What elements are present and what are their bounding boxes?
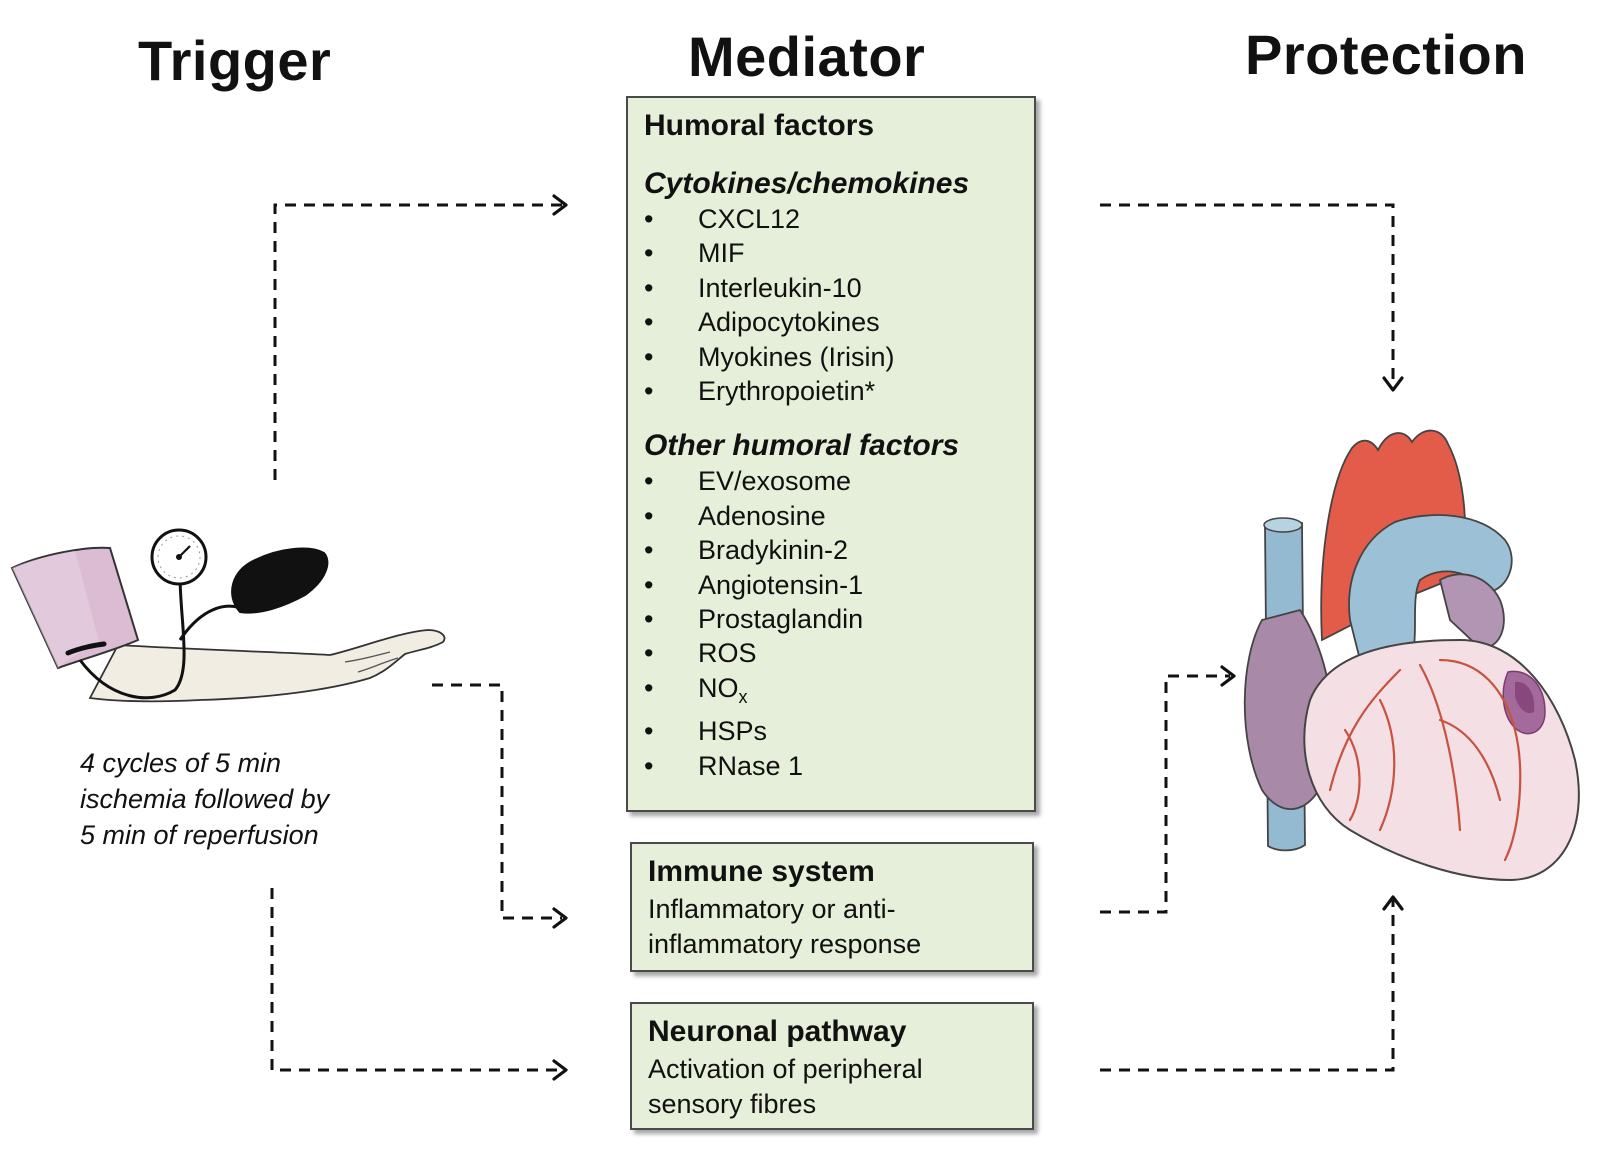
protection-heading: Protection	[1245, 23, 1527, 86]
caption-line: ischemia followed by	[80, 784, 330, 814]
list-item: Erythropoietin*	[644, 374, 1018, 409]
list-item: NOx	[644, 671, 1018, 714]
arrowhead-icon	[552, 907, 568, 929]
nox-label: NO	[698, 672, 739, 703]
mediator-heading: Mediator	[688, 25, 926, 88]
trigger-heading: Trigger	[138, 29, 332, 92]
humoral-factors-title: Humoral factors	[644, 109, 875, 142]
cytokines-title: Cytokines/chemokines	[644, 167, 970, 200]
arrow-trigger-to-immune	[432, 683, 562, 920]
immune-desc-line: inflammatory response	[648, 929, 922, 959]
list-item: HSPs	[644, 714, 1018, 749]
list-item: MIF	[644, 236, 1018, 271]
trigger-caption: 4 cycles of 5 min ischemia followed by 5…	[80, 745, 329, 853]
list-item: Adenosine	[644, 499, 1018, 534]
neuronal-desc-line: sensory fibres	[648, 1089, 817, 1119]
list-item: Interleukin-10	[644, 271, 1018, 306]
cytokines-list: CXCL12 MIF Interleukin-10 Adipocytokines…	[644, 202, 1018, 409]
bp-cuff-icon	[10, 546, 140, 670]
other-humoral-title: Other humoral factors	[644, 429, 960, 463]
caption-line: 4 cycles of 5 min	[80, 748, 282, 778]
arrowhead-icon	[1220, 665, 1236, 687]
immune-system-desc: Inflammatory or anti- inflammatory respo…	[648, 892, 1016, 962]
list-item: CXCL12	[644, 202, 1018, 237]
arrowhead-icon	[552, 1059, 568, 1081]
neuronal-pathway-box: Neuronal pathway Activation of periphera…	[630, 1002, 1034, 1130]
immune-system-box: Immune system Inflammatory or anti- infl…	[630, 842, 1034, 972]
arrowhead-icon	[1382, 895, 1404, 911]
caption-line: 5 min of reperfusion	[80, 820, 319, 850]
arrow-neuronal-to-heart	[1100, 900, 1395, 1072]
inflation-bulb-icon	[231, 547, 329, 614]
arrow-trigger-to-neuronal	[270, 888, 562, 1072]
pressure-gauge-icon	[150, 528, 208, 586]
list-item: Angiotensin-1	[644, 568, 1018, 603]
arrow-immune-to-heart	[1100, 674, 1230, 914]
list-item: EV/exosome	[644, 464, 1018, 499]
arrowhead-icon	[552, 194, 568, 216]
nox-subscript: x	[738, 686, 748, 707]
list-item: ROS	[644, 636, 1018, 671]
neuronal-desc-line: Activation of peripheral	[648, 1054, 923, 1084]
arrow-humoral-to-heart	[1100, 203, 1395, 385]
heart-icon	[1243, 429, 1580, 882]
arrow-trigger-to-humoral	[273, 203, 562, 480]
list-item: RNase 1	[644, 749, 1018, 784]
list-item: Prostaglandin	[644, 602, 1018, 637]
other-humoral-list: EV/exosome Adenosine Bradykinin-2 Angiot…	[644, 464, 1018, 783]
arrowhead-icon	[1382, 376, 1404, 392]
humoral-factors-box: Humoral factors Cytokines/chemokines CXC…	[626, 96, 1036, 812]
neuronal-pathway-title: Neuronal pathway	[648, 1015, 907, 1048]
list-item: Bradykinin-2	[644, 533, 1018, 568]
list-item: Adipocytokines	[644, 305, 1018, 340]
list-item: Myokines (Irisin)	[644, 340, 1018, 375]
neuronal-pathway-desc: Activation of peripheral sensory fibres	[648, 1052, 1016, 1122]
immune-system-title: Immune system	[648, 855, 875, 888]
immune-desc-line: Inflammatory or anti-	[648, 894, 896, 924]
